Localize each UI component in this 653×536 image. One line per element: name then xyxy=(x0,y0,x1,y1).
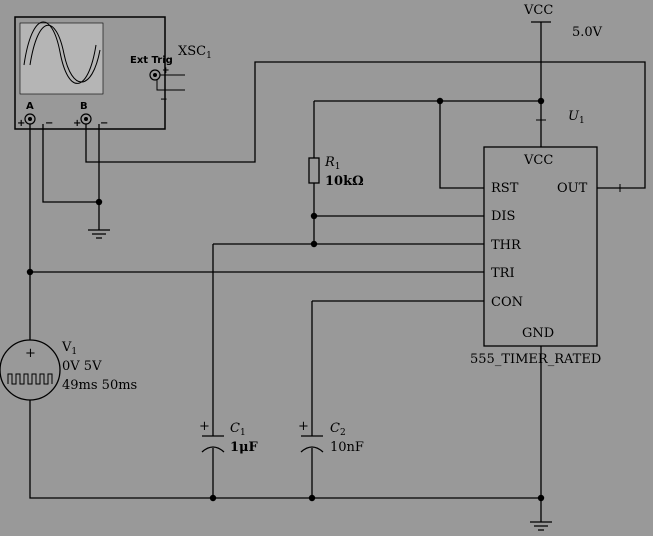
c1-value-label: 1μF xyxy=(230,440,259,455)
resistor-r1[interactable] xyxy=(308,157,320,184)
wires xyxy=(29,22,646,522)
pin-dis-label: DIS xyxy=(491,209,515,224)
vcc-supply-label: VCC xyxy=(523,3,553,18)
v1-ref-label: V1 xyxy=(61,340,77,357)
ext-trig-minus: − xyxy=(160,95,168,105)
channel-b-plus: + xyxy=(73,118,81,129)
oscilloscope[interactable]: Ext Trig + − A B + − + − xyxy=(14,16,173,130)
c2-plus: + xyxy=(298,419,309,434)
r1-ref-label: R1 xyxy=(324,155,341,172)
c2-value-label: 10nF xyxy=(330,440,364,455)
junctions xyxy=(26,97,545,502)
v1-timing-label: 49ms 50ms xyxy=(62,378,137,393)
c1-plus: + xyxy=(199,419,210,434)
pin-gnd-label: GND xyxy=(522,326,554,341)
channel-a-label: A xyxy=(26,101,34,112)
capacitor-c1[interactable]: + xyxy=(199,419,225,453)
pin-thr-label: THR xyxy=(491,238,522,253)
capacitor-c2[interactable]: + xyxy=(298,419,324,453)
channel-b-minus: − xyxy=(100,118,108,129)
pin-con-label: CON xyxy=(491,295,523,310)
pulse-source-v1[interactable]: + xyxy=(0,339,61,401)
scope-ref-label: XSC1 xyxy=(178,44,212,61)
c1-ref-label: C1 xyxy=(230,421,246,438)
timer-ref-label: U1 xyxy=(568,109,585,126)
v1-plus: + xyxy=(25,346,36,361)
pin-vcc-label: VCC xyxy=(523,153,553,168)
scope-waveform-b xyxy=(29,24,101,83)
r1-value-label: 10kΩ xyxy=(325,174,364,189)
ground-symbol xyxy=(530,521,552,531)
timer-555[interactable]: VCC RST OUT DIS THR TRI CON GND xyxy=(483,119,621,347)
ground-symbol xyxy=(88,229,110,239)
pulse-wave-icon xyxy=(7,373,53,385)
channel-a-plus: + xyxy=(17,118,25,129)
vcc-supply[interactable]: VCC xyxy=(523,3,553,23)
channel-a-minus: − xyxy=(45,118,53,129)
timer-part-label: 555_TIMER_RATED xyxy=(470,352,601,367)
pin-tri-label: TRI xyxy=(491,266,515,281)
channel-b-label: B xyxy=(80,101,88,112)
supply-voltage-label: 5.0V xyxy=(572,25,603,40)
c2-ref-label: C2 xyxy=(330,421,346,438)
pin-out-label: OUT xyxy=(557,181,588,196)
scope-waveform-a xyxy=(23,21,97,84)
pin-rst-label: RST xyxy=(491,181,519,196)
v1-levels-label: 0V 5V xyxy=(62,359,102,374)
ext-trig-label: Ext Trig xyxy=(130,55,173,66)
ext-trig-plus: + xyxy=(162,66,170,76)
